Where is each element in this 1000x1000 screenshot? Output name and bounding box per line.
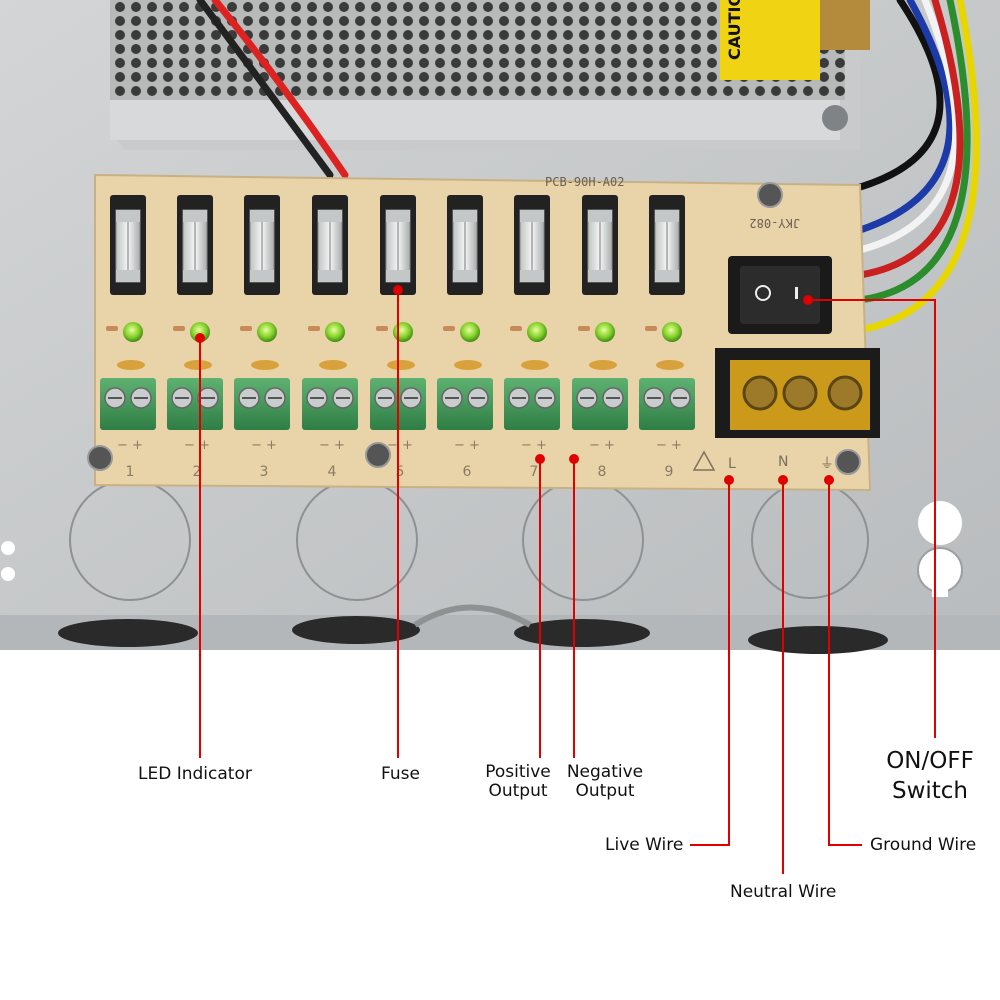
output-number: 4 <box>328 464 337 480</box>
output-number: 6 <box>463 464 472 480</box>
led-row <box>106 322 684 370</box>
capacitor <box>251 360 279 370</box>
capacitor <box>184 360 212 370</box>
output-terminal <box>302 378 358 430</box>
fuse <box>177 195 213 295</box>
led-indicator <box>578 322 615 342</box>
led-indicator <box>443 322 480 342</box>
on-off-switch-label: ON/OFF Switch <box>875 746 985 806</box>
fuse <box>312 195 348 295</box>
live-wire-label: Live Wire <box>605 835 684 855</box>
callout-dots <box>195 285 834 485</box>
output-number: 1 <box>126 464 135 480</box>
on-off-switch-label-line2: Switch <box>891 778 969 804</box>
fuse <box>582 195 618 295</box>
capacitor <box>656 360 684 370</box>
positive-output-label: Positive Output <box>484 763 552 801</box>
callout-lines <box>199 290 936 874</box>
output-terminal-row <box>100 378 695 430</box>
output-number: 5 <box>396 464 405 480</box>
polarity-marks: − + <box>251 438 277 453</box>
fuse <box>514 195 550 295</box>
ground-wire-label: Ground Wire <box>870 835 977 855</box>
negative-output-label: Negative Output <box>563 763 647 801</box>
fuse-row <box>110 195 685 295</box>
capacitor <box>454 360 482 370</box>
polarity-marks: − + <box>656 438 682 453</box>
output-terminal <box>437 378 493 430</box>
capacitor <box>387 360 415 370</box>
output-terminal <box>100 378 156 430</box>
led-indicator <box>645 322 682 342</box>
polarity-marks: − + <box>387 438 413 453</box>
board-part-text: JKY-082 <box>749 216 800 230</box>
polarity-marks: − + <box>454 438 480 453</box>
output-number: 8 <box>598 464 607 480</box>
capacitor <box>117 360 145 370</box>
output-number: 3 <box>260 464 269 480</box>
led-indicator-label: LED Indicator <box>138 764 252 784</box>
positive-output-label-line2: Output <box>488 781 548 801</box>
neutral-wire-label: Neutral Wire <box>730 882 837 902</box>
positive-output-label-line1: Positive <box>485 762 551 782</box>
polarity-marks: − + <box>521 438 547 453</box>
output-terminal <box>167 378 223 430</box>
led-indicator <box>173 322 210 342</box>
led-indicator <box>510 322 547 342</box>
capacitor <box>319 360 347 370</box>
fuse <box>649 195 685 295</box>
fuse-label: Fuse <box>381 764 420 784</box>
fuse <box>380 195 416 295</box>
polarity-marks: − + <box>319 438 345 453</box>
output-number: 9 <box>665 464 674 480</box>
negative-output-label-line2: Output <box>575 781 635 801</box>
board-model-text: PCB-90H-A02 <box>545 175 624 189</box>
negative-output-label-line1: Negative <box>566 762 644 782</box>
polarity-marks: − + <box>184 438 210 453</box>
output-number-row: 1 − + 2 − + 3 − + 4 − + 5 − + 6 − + 7 − + 8 − + 9 − + <box>117 438 682 480</box>
output-number: 2 <box>193 464 202 480</box>
neutral-marking: N <box>778 454 788 470</box>
fuse <box>110 195 146 295</box>
output-terminal <box>572 378 628 430</box>
mains-terminal-block: L N ⏚ <box>692 348 880 472</box>
polarity-marks: − + <box>589 438 615 453</box>
led-indicator <box>106 322 143 342</box>
wires <box>196 0 980 334</box>
caution-sticker: CAUTION <box>725 0 744 60</box>
fuse <box>244 195 280 295</box>
live-marking: L <box>728 456 736 472</box>
fuse <box>447 195 483 295</box>
output-terminal <box>234 378 290 430</box>
ground-marking: ⏚ <box>820 456 834 472</box>
power-supply-unit: CAUTION <box>110 0 870 150</box>
output-number: 7 <box>530 464 539 480</box>
on-off-switch[interactable] <box>728 256 832 334</box>
output-terminal <box>639 378 695 430</box>
capacitor <box>521 360 549 370</box>
capacitor <box>589 360 617 370</box>
output-terminal <box>504 378 560 430</box>
led-indicator <box>308 322 345 342</box>
polarity-marks: − + <box>117 438 143 453</box>
led-indicator <box>240 322 277 342</box>
on-off-switch-label-line1: ON/OFF <box>886 748 974 774</box>
